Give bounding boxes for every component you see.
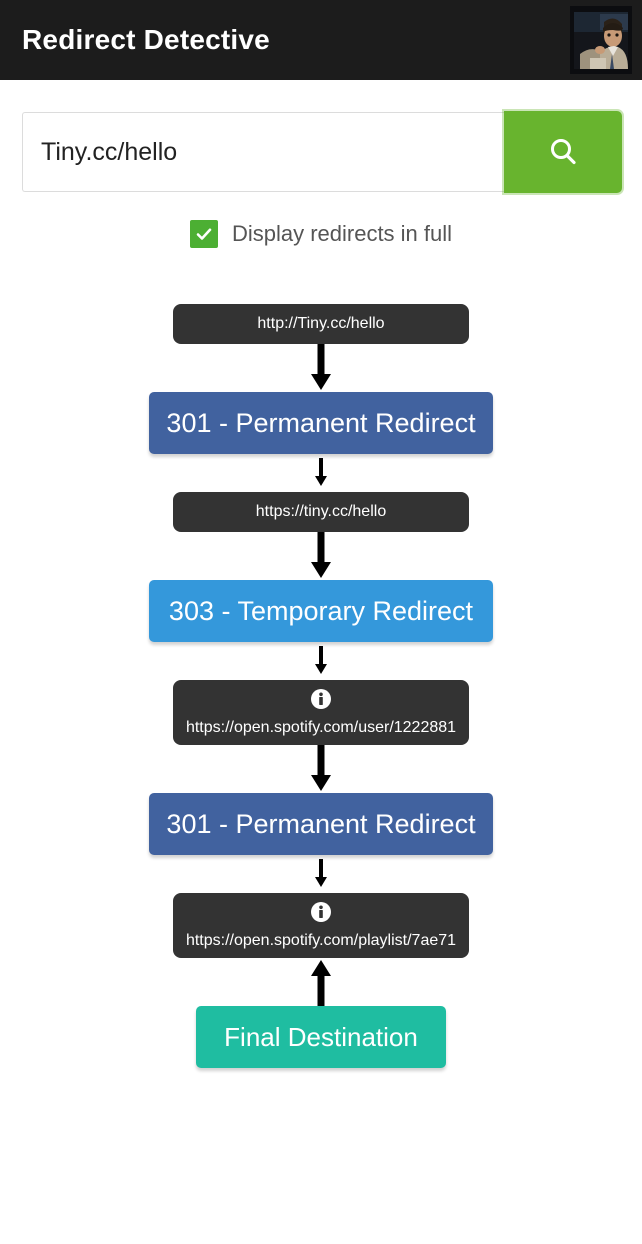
status-node-3[interactable]: 301 - Permanent Redirect (149, 793, 493, 855)
url-node-2[interactable]: https://tiny.cc/hello (173, 492, 469, 532)
status-text: 303 - Temporary Redirect (168, 595, 474, 626)
arrow-down-2 (313, 454, 329, 492)
url-node-3[interactable]: https://open.spotify.com/user/1222881 (173, 680, 469, 745)
arrow-down-6 (313, 855, 329, 893)
display-full-checkbox[interactable] (189, 220, 218, 248)
arrow-up-1 (308, 958, 334, 1006)
url-node-4[interactable]: https://open.spotify.com/playlist/7ae71 (173, 893, 469, 958)
arrow-down-1 (308, 344, 334, 392)
search-button[interactable] (504, 111, 622, 193)
url-text: https://open.spotify.com/playlist/7ae71 (185, 932, 457, 949)
url-text: https://open.spotify.com/user/1222881 (185, 719, 457, 736)
final-destination-node[interactable]: Final Destination (196, 1006, 446, 1068)
url-search-input[interactable] (22, 112, 504, 192)
check-icon (195, 225, 213, 243)
search-icon (546, 135, 580, 169)
display-full-option[interactable]: Display redirects in full (0, 220, 642, 248)
status-node-2[interactable]: 303 - Temporary Redirect (149, 580, 493, 642)
status-text: 301 - Permanent Redirect (166, 808, 476, 839)
arrow-down-4 (313, 642, 329, 680)
detective-avatar[interactable] (570, 6, 632, 74)
arrow-down-3 (308, 532, 334, 580)
url-text: http://Tiny.cc/hello (257, 315, 385, 332)
final-destination-label: Final Destination (224, 1021, 418, 1052)
arrow-down-5 (308, 745, 334, 793)
info-icon[interactable] (310, 901, 332, 928)
display-full-label: Display redirects in full (231, 221, 453, 246)
url-node-1[interactable]: http://Tiny.cc/hello (173, 304, 469, 344)
status-node-1[interactable]: 301 - Permanent Redirect (149, 392, 493, 454)
page-title: Redirect Detective (22, 24, 270, 55)
status-text: 301 - Permanent Redirect (166, 407, 476, 438)
app-header: Redirect Detective (0, 0, 642, 80)
url-text: https://tiny.cc/hello (255, 503, 387, 520)
info-icon[interactable] (310, 688, 332, 715)
search-row (22, 111, 622, 193)
redirect-chain: http://Tiny.cc/hello 301 - Permanent Red… (0, 304, 642, 1068)
